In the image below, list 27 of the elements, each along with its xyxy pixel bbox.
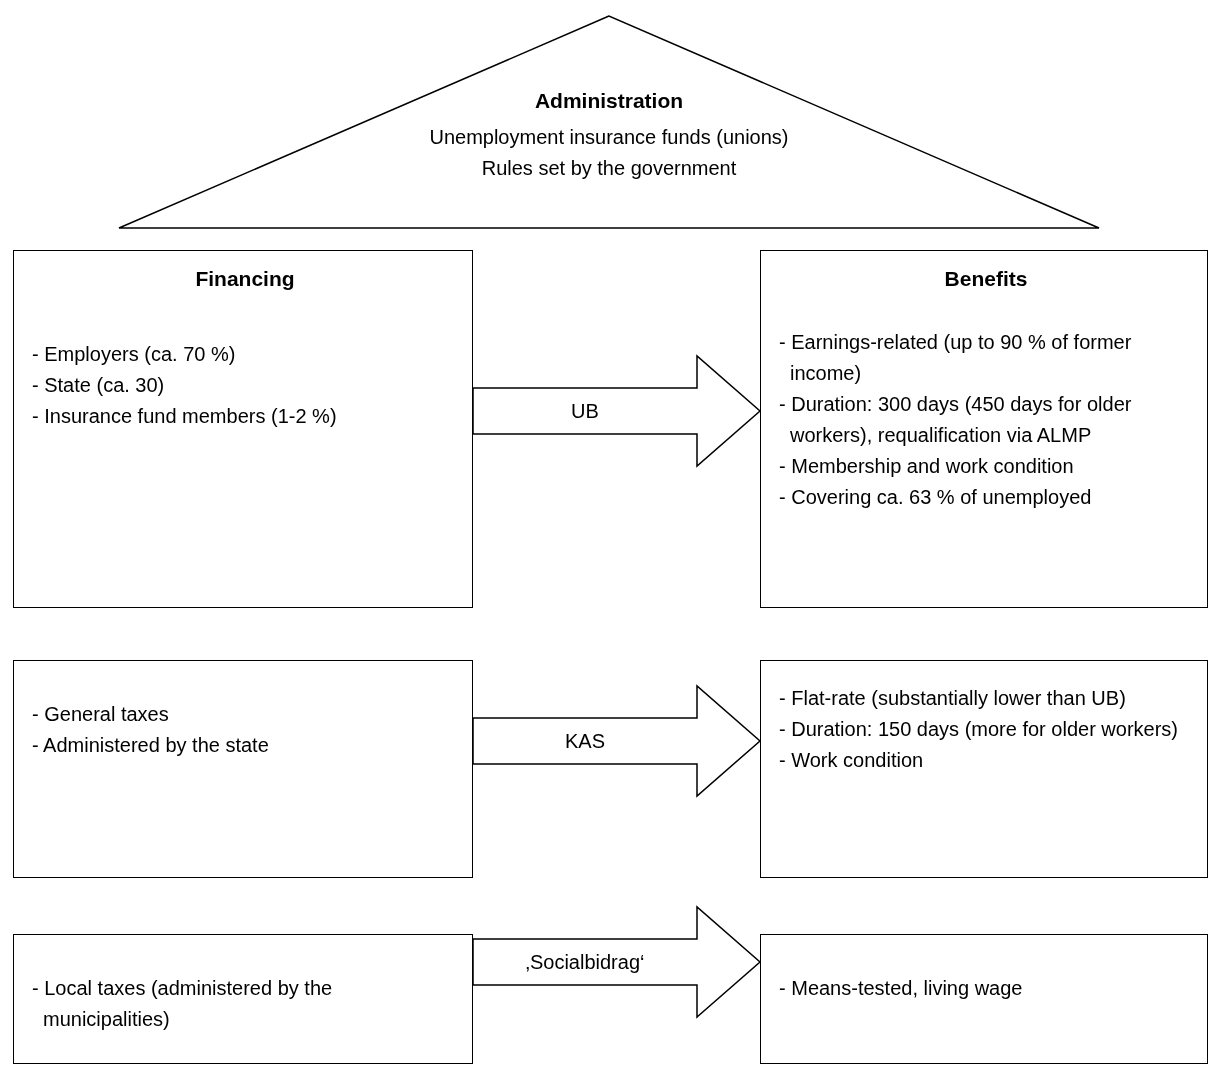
text-box [13, 934, 473, 1064]
text-box [13, 250, 473, 608]
text-box [760, 934, 1208, 1064]
list-item: - Administered by the state [32, 733, 270, 758]
block-arrow [472, 684, 762, 798]
list-item: - Means-tested, living wage [779, 976, 1024, 1001]
list-item: - Work condition [779, 748, 925, 773]
block-arrow [472, 354, 762, 468]
list-item: - Membership and work condition [779, 454, 1075, 479]
box-heading: Financing [194, 267, 296, 291]
text-box [13, 660, 473, 878]
list-item: - Covering ca. 63 % of unemployed [779, 485, 1093, 510]
heading: Administration [534, 88, 684, 114]
list-item: - Duration: 300 days (450 days for older workers), requalification via ALMP [779, 392, 1133, 448]
list-item: - Duration: 150 days (more for older workers) [779, 717, 1180, 742]
text-line: Unemployment insurance funds (unions) [429, 125, 789, 150]
text-line: Rules set by the government [481, 156, 737, 181]
list-item: - General taxes [32, 702, 170, 727]
text-box [760, 660, 1208, 878]
list-item: - State (ca. 30) [32, 373, 166, 398]
box-heading: Benefits [943, 267, 1029, 291]
list-item: - Local taxes (administered by the municipalities) [32, 976, 334, 1032]
list-item: - Employers (ca. 70 %) [32, 342, 237, 367]
list-item: - Insurance fund members (1-2 %) [32, 404, 338, 429]
list-item: - Flat-rate (substantially lower than UB) [779, 686, 1127, 711]
list-item: - Earnings-related (up to 90 % of former income) [779, 330, 1133, 386]
text-box [760, 250, 1208, 608]
